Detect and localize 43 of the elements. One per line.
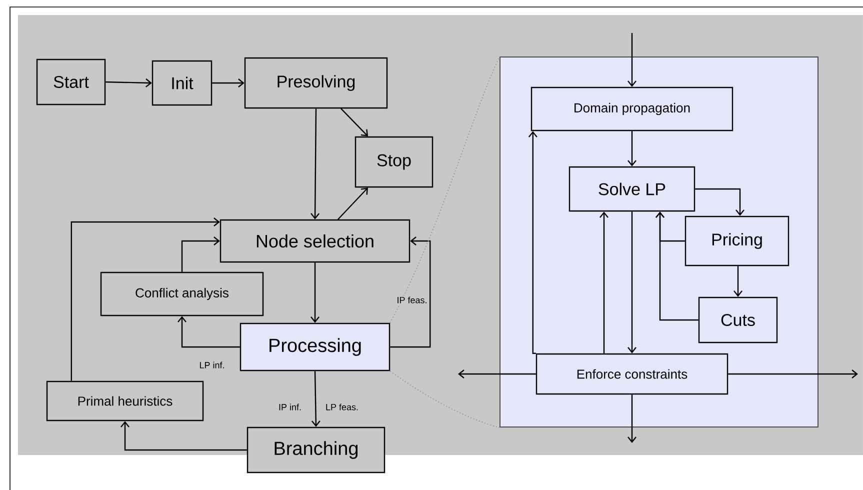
zoom-line (390, 370, 500, 428)
process-box: Primal heuristics (46, 380, 204, 422)
arrow (628, 394, 636, 443)
process-box: Branching (246, 426, 386, 474)
process-box: Enforce constraints (536, 353, 728, 395)
arrow (628, 33, 636, 87)
arrow (106, 78, 152, 88)
process-box: Presolving (244, 57, 388, 109)
edge-label: LP inf. (198, 360, 226, 370)
process-box: Node selection (220, 219, 410, 263)
arrow (181, 236, 220, 272)
arrow (340, 108, 368, 136)
arrow (310, 262, 320, 323)
arrow (310, 108, 320, 220)
process-box: Conflict analysis (100, 272, 264, 316)
arrow (600, 212, 608, 354)
process-box: Domain propagation (530, 86, 734, 132)
edge-label: IP inf. (278, 402, 302, 412)
arrow (656, 212, 698, 321)
arrow (311, 371, 320, 427)
process-box: Init (152, 60, 212, 106)
process-box: Processing (240, 322, 390, 372)
arrow (390, 236, 431, 348)
arrow (628, 131, 636, 166)
arrow (695, 188, 744, 216)
arrow (528, 131, 538, 354)
arrow (338, 188, 368, 220)
arrow (212, 78, 244, 88)
condition-label: LP feas. (324, 402, 360, 412)
arrow (120, 421, 247, 451)
arrow (178, 316, 240, 348)
process-box: Cuts (698, 296, 778, 344)
edge-label: IP feas. (396, 296, 428, 304)
arrow (728, 370, 858, 378)
process-box: Pricing (684, 216, 790, 266)
arrow (734, 266, 742, 297)
arrow (70, 218, 220, 381)
arrow (628, 212, 636, 354)
process-box: Stop (354, 136, 434, 188)
process-box: Start (36, 58, 106, 106)
process-box: Solve LP (568, 166, 696, 212)
zoom-line (390, 56, 500, 324)
arrow (458, 370, 536, 378)
